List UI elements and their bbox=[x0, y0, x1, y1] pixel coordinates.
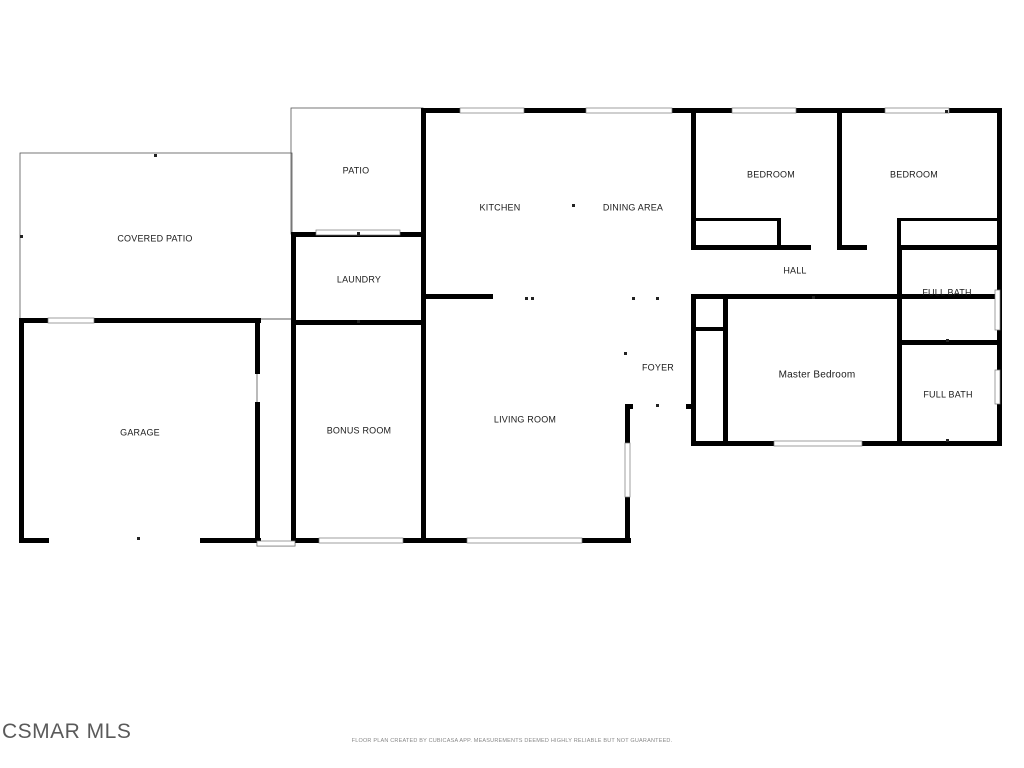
label-living-room: LIVING ROOM bbox=[494, 414, 556, 424]
windows bbox=[47, 107, 1001, 547]
label-garage: GARAGE bbox=[120, 427, 160, 437]
label-hall: HALL bbox=[783, 265, 806, 275]
breezeway-outline bbox=[256, 318, 296, 547]
label-kitchen: KITCHEN bbox=[480, 202, 521, 212]
label-patio: PATIO bbox=[343, 165, 370, 175]
label-full-bath-1: FULL BATH bbox=[922, 287, 971, 297]
label-bedroom-1: BEDROOM bbox=[747, 169, 795, 179]
label-covered-patio: COVERED PATIO bbox=[117, 233, 192, 243]
label-full-bath-2: FULL BATH bbox=[923, 389, 972, 399]
walls bbox=[19, 108, 1002, 543]
label-laundry: LAUNDRY bbox=[337, 274, 381, 284]
room-labels: COVERED PATIO PATIO KITCHEN DINING AREA … bbox=[117, 165, 972, 437]
door-markers bbox=[20, 110, 949, 540]
label-bedroom-2: BEDROOM bbox=[890, 169, 938, 179]
label-foyer: FOYER bbox=[642, 362, 674, 372]
label-bonus-room: BONUS ROOM bbox=[327, 425, 392, 435]
label-dining-area: DINING AREA bbox=[603, 202, 663, 212]
mls-watermark: CSMAR MLS bbox=[2, 720, 132, 743]
label-master-bedroom: Master Bedroom bbox=[779, 370, 856, 381]
floor-plan-disclaimer: FLOOR PLAN CREATED BY CUBICASA APP. MEAS… bbox=[351, 738, 673, 744]
